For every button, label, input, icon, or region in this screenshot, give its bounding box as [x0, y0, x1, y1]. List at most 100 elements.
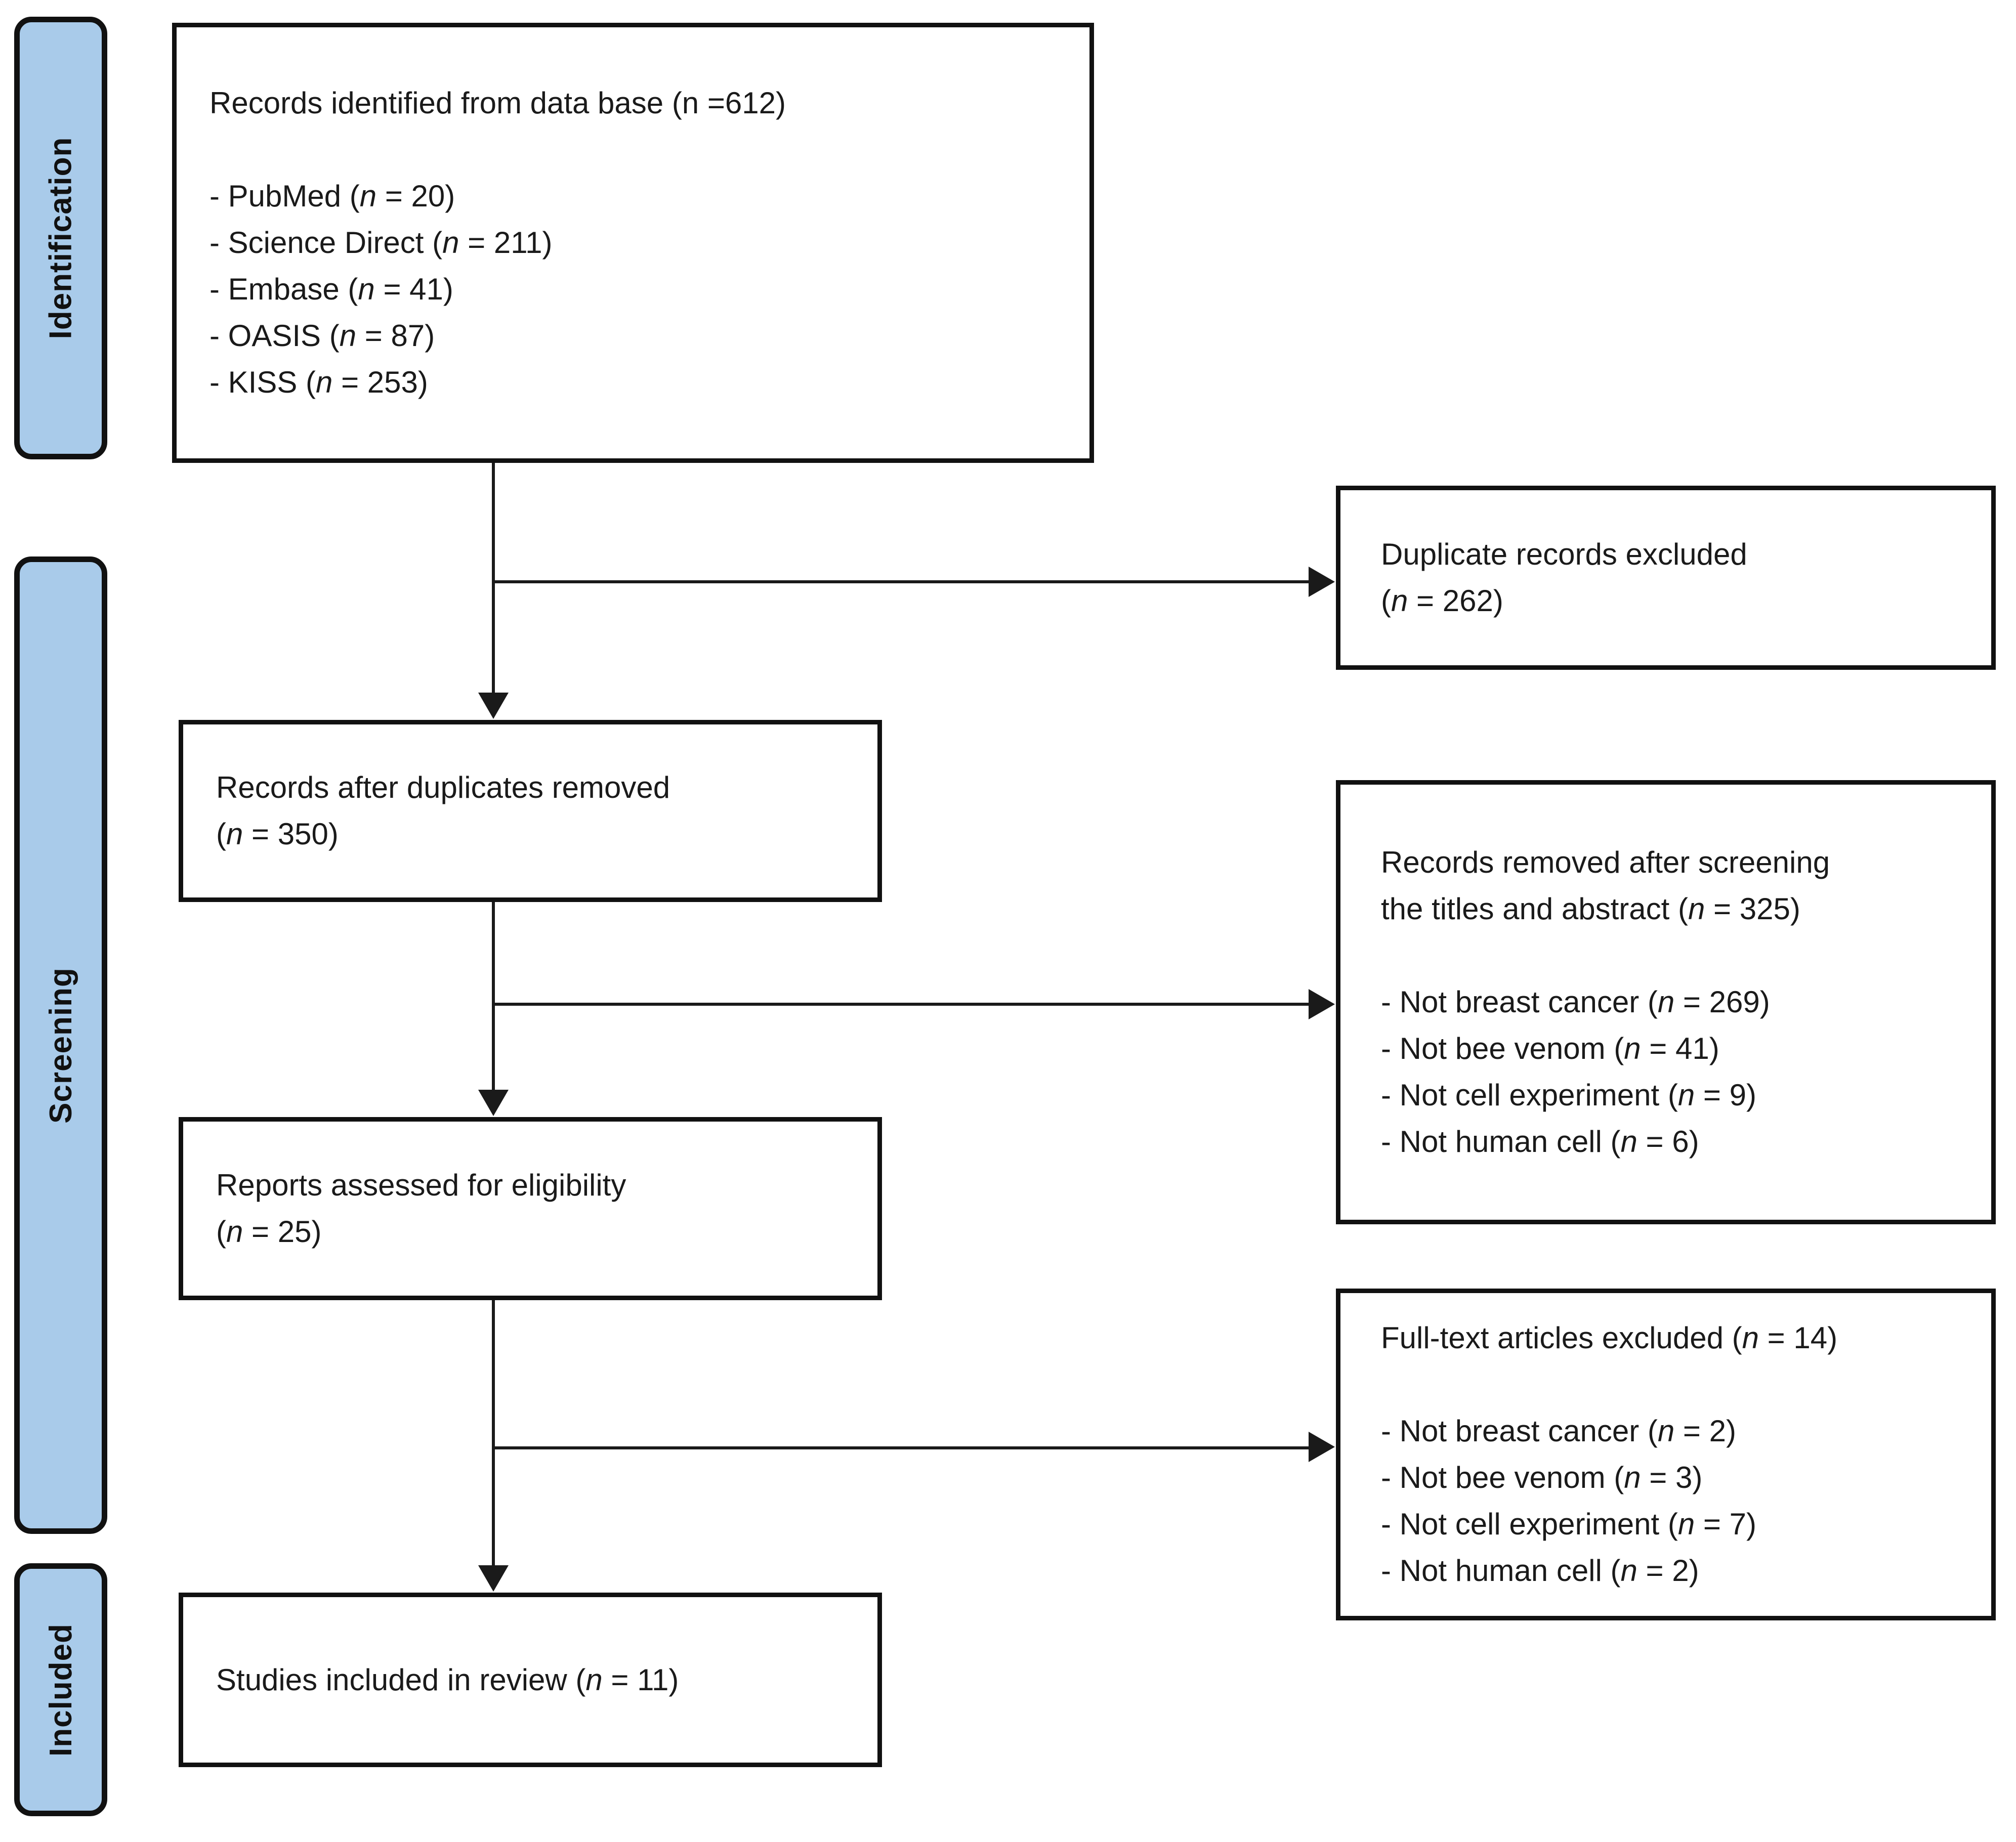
- item-text: = 9): [1695, 1078, 1756, 1112]
- item-text: = 7): [1695, 1507, 1756, 1541]
- stage-included-label: Included: [43, 1623, 78, 1757]
- item-text: = 211): [459, 226, 553, 260]
- item-text: - OASIS (: [209, 319, 340, 353]
- item-text: (: [216, 1215, 226, 1249]
- item-text: (: [216, 817, 226, 851]
- arrowhead-right: [1309, 989, 1335, 1019]
- list-item: - Not cell experiment (n = 9): [1381, 1072, 1951, 1119]
- box-screening-removed: Records removed after screening the titl…: [1336, 780, 1996, 1224]
- n-variable: n: [585, 1662, 603, 1697]
- box-title: Full-text articles excluded (n = 14): [1381, 1315, 1951, 1361]
- n-variable: n: [1657, 1414, 1675, 1448]
- item-text: = 87): [356, 319, 435, 353]
- item-text: = 41): [1641, 1032, 1719, 1065]
- list-item: - OASIS (n = 87): [209, 313, 1057, 359]
- list-item: - Embase (n = 41): [209, 266, 1057, 313]
- title-text: Records identified from data base (n =61…: [209, 86, 786, 120]
- item-text: = 6): [1637, 1125, 1699, 1159]
- box-title-line2: the titles and abstract (n = 325): [1381, 886, 1951, 932]
- title-text: Records after duplicates removed: [216, 770, 670, 804]
- arrowhead-down: [478, 1565, 509, 1592]
- n-variable: n: [1624, 1461, 1641, 1494]
- blank-line: [1381, 932, 1951, 979]
- stage-screening-label: Screening: [43, 967, 78, 1124]
- connector-line-to-duplicates-excluded: [493, 580, 1310, 583]
- stage-included: Included: [14, 1563, 107, 1816]
- box-studies-included: Studies included in review (n = 11): [179, 1593, 882, 1767]
- item-text: - Science Direct (: [209, 226, 443, 260]
- arrowhead-down: [478, 1090, 509, 1116]
- item-text: - Not cell experiment (: [1381, 1507, 1678, 1541]
- n-variable: n: [1742, 1321, 1759, 1355]
- n-variable: n: [1624, 1032, 1641, 1065]
- n-variable: n: [359, 179, 377, 213]
- title-text: = 11): [602, 1662, 679, 1697]
- item-text: = 25): [243, 1215, 322, 1249]
- box-reports-assessed: Reports assessed for eligibility (n = 25…: [179, 1117, 882, 1300]
- list-item: - Not bee venom (n = 41): [1381, 1025, 1951, 1072]
- list-item: - Not breast cancer (n = 269): [1381, 979, 1951, 1025]
- n-variable: n: [1688, 892, 1705, 926]
- connector-line-identified-to-dedup: [492, 463, 495, 695]
- title-text: Records removed after screening: [1381, 845, 1830, 879]
- item-text: - Not human cell (: [1381, 1125, 1621, 1159]
- connector-line-to-fulltext-excluded: [493, 1446, 1310, 1449]
- stage-identification: Identification: [14, 17, 107, 459]
- n-variable: n: [339, 319, 357, 353]
- n-variable: n: [1677, 1078, 1695, 1112]
- box-title: Studies included in review (n = 11): [216, 1657, 845, 1703]
- box-title: Duplicate records excluded: [1381, 531, 1951, 578]
- list-item: - Not human cell (n = 2): [1381, 1548, 1951, 1594]
- box-title: Reports assessed for eligibility: [216, 1162, 845, 1209]
- item-text: - Not breast cancer (: [1381, 1414, 1658, 1448]
- box-records-identified: Records identified from data base (n =61…: [172, 23, 1094, 463]
- title-text: = 325): [1705, 892, 1800, 926]
- box-title: Records removed after screening: [1381, 839, 1951, 886]
- item-text: - Not bee venom (: [1381, 1032, 1624, 1065]
- n-variable: n: [1391, 584, 1408, 618]
- item-text: (: [1381, 584, 1391, 618]
- list-item: - PubMed (n = 20): [209, 173, 1057, 220]
- item-text: = 269): [1674, 985, 1770, 1019]
- n-variable: n: [226, 817, 243, 851]
- item-text: = 350): [243, 817, 339, 851]
- item-text: - Not human cell (: [1381, 1554, 1621, 1588]
- title-text: Reports assessed for eligibility: [216, 1168, 626, 1202]
- connector-line-dedup-to-assessed: [492, 902, 495, 1091]
- blank-line: [209, 126, 1057, 173]
- item-text: - Not bee venom (: [1381, 1461, 1624, 1494]
- list-item: - KISS (n = 253): [209, 359, 1057, 406]
- item-text: = 41): [374, 272, 453, 306]
- arrowhead-down: [478, 693, 509, 719]
- item-text: = 2): [1674, 1414, 1736, 1448]
- stage-identification-label: Identification: [43, 137, 78, 339]
- item-text: - Not cell experiment (: [1381, 1078, 1678, 1112]
- list-item: - Science Direct (n = 211): [209, 220, 1057, 266]
- title-text: Full-text articles excluded (: [1381, 1321, 1742, 1355]
- list-item: - Not bee venom (n = 3): [1381, 1454, 1951, 1501]
- item-text: = 20): [376, 179, 455, 213]
- blank-line: [1381, 1361, 1951, 1408]
- arrowhead-right: [1309, 567, 1335, 597]
- box-duplicates-excluded: Duplicate records excluded (n = 262): [1336, 486, 1996, 670]
- list-item: - Not cell experiment (n = 7): [1381, 1501, 1951, 1548]
- n-variable: n: [1620, 1554, 1637, 1588]
- title-text: = 14): [1758, 1321, 1838, 1355]
- connector-line-to-screening-removed: [493, 1003, 1310, 1006]
- n-count-line: (n = 350): [216, 811, 845, 858]
- n-count-line: (n = 25): [216, 1209, 845, 1255]
- n-variable: n: [1677, 1507, 1695, 1541]
- item-text: - KISS (: [209, 365, 316, 399]
- item-text: = 2): [1637, 1554, 1699, 1588]
- title-text: Duplicate records excluded: [1381, 537, 1747, 571]
- box-fulltext-excluded: Full-text articles excluded (n = 14) - N…: [1336, 1289, 1996, 1620]
- n-variable: n: [1657, 985, 1675, 1019]
- item-text: = 262): [1408, 584, 1503, 618]
- arrowhead-right: [1309, 1432, 1335, 1462]
- box-title: Records identified from data base (n =61…: [209, 80, 1057, 126]
- title-text: the titles and abstract (: [1381, 892, 1688, 926]
- n-variable: n: [226, 1215, 243, 1249]
- list-item: - Not breast cancer (n = 2): [1381, 1408, 1951, 1454]
- n-variable: n: [1620, 1125, 1637, 1159]
